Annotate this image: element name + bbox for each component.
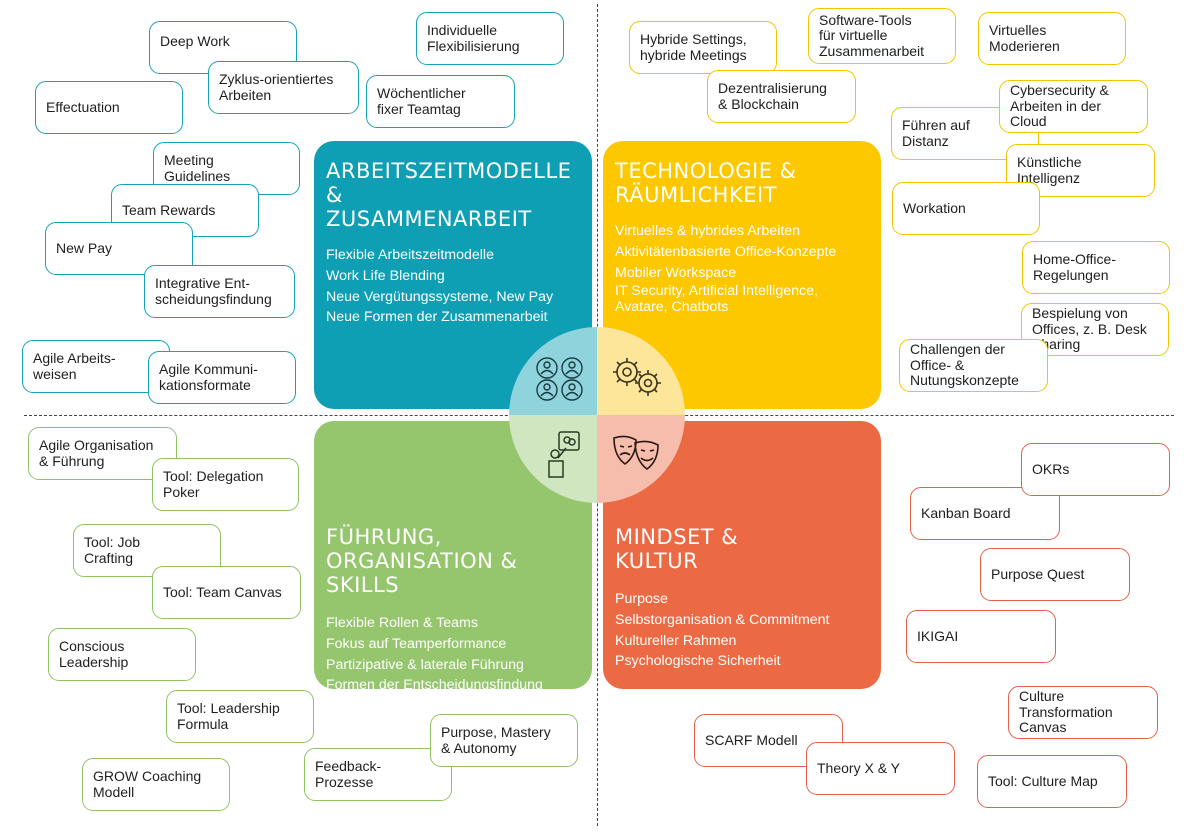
quadrant-title: ARBEITSZEITMODELLE & ZUSAMMENARBEIT <box>326 159 572 231</box>
topic-box: Conscious Leadership <box>48 628 196 681</box>
presenter-icon <box>548 431 580 478</box>
topic-box: Dezentralisierung & Blockchain <box>707 70 856 123</box>
theater-masks-icon <box>613 435 659 470</box>
quadrant-item: Flexible Rollen & Teams <box>326 615 478 631</box>
topic-box: Individuelle Flexibilisierung <box>416 12 564 65</box>
topic-box: Bespielung von Offices, z. B. Desk Shari… <box>1021 303 1169 356</box>
topic-box: OKRs <box>1021 443 1170 496</box>
quadrant-item: Fokus auf Teamperformance <box>326 635 507 652</box>
topic-box: Virtuelles Moderieren <box>978 12 1126 65</box>
topic-box: GROW Coaching Modell <box>82 758 230 811</box>
topic-box: Wöchentlicher fixer Teamtag <box>366 75 515 128</box>
quadrant-title: MINDSET & KULTUR <box>615 525 739 573</box>
topic-box: Hybride Settings, hybride Meetings <box>629 21 777 74</box>
topic-box: IKIGAI <box>906 610 1056 663</box>
topic-box: Challengen der Office- & Nutungskonzepte <box>899 339 1048 392</box>
topic-box: Purpose, Mastery & Autonomy <box>430 714 578 767</box>
topic-box: Feedback- Prozesse <box>304 748 452 801</box>
quadrant-item: IT Security, Artificial Intelligence, Av… <box>615 283 818 316</box>
gears-icon <box>613 358 661 396</box>
topic-box: Purpose Quest <box>980 548 1130 601</box>
topic-box: Agile Kommuni- kationsformate <box>148 351 296 404</box>
topic-box: Integrative Ent- scheidungsfindung <box>144 265 295 318</box>
team-grid-icon <box>536 357 583 401</box>
quadrant-item: Purpose <box>615 591 668 607</box>
quadrant-item: Aktivitätenbasierte Office-Konzepte <box>615 243 837 260</box>
quadrant-item: Selbstorganisation & Commitment <box>615 611 830 628</box>
center-circle <box>509 327 685 503</box>
circle-segment <box>509 415 597 503</box>
topic-box: Künstliche Intelligenz <box>1006 144 1155 197</box>
topic-box: Workation <box>892 182 1040 235</box>
topic-box: Zyklus-orientiertes Arbeiten <box>208 61 359 114</box>
topic-box: Tool: Leadership Formula <box>166 690 314 743</box>
quadrant-item: Mobiler Workspace <box>615 264 737 281</box>
quadrant-item: Work Life Blending <box>326 267 445 284</box>
quadrant-item: Psychologische Sicherheit <box>615 653 781 670</box>
circle-segment <box>597 327 685 415</box>
quadrant-item: Partizipative & laterale Führung <box>326 656 524 673</box>
topic-box: Agile Arbeits- weisen <box>22 340 170 393</box>
quadrant-title: FÜHRUNG, ORGANISATION & SKILLS <box>326 525 518 597</box>
topic-box: Home-Office- Regelungen <box>1022 241 1170 294</box>
quadrant-item: Formen der Entscheidungsfindung <box>326 677 543 689</box>
quadrant-item: Neue Vergütungssysteme, New Pay <box>326 288 554 305</box>
quadrant-item: Kultureller Rahmen <box>615 632 737 649</box>
topic-box: Tool: Team Canvas <box>152 566 301 619</box>
topic-box: Theory X & Y <box>806 742 955 795</box>
quadrant-item: Flexible Arbeitszeitmodelle <box>326 247 494 263</box>
quadrant-technologie: TECHNOLOGIE & RÄUMLICHKEIT Virtuelles & … <box>603 141 881 409</box>
topic-box: Deep Work <box>149 21 297 74</box>
quadrant-item: Virtuelles & hybrides Arbeiten <box>615 223 801 239</box>
quadrant-item: Neue Formen der Zusammenarbeit <box>326 309 548 326</box>
circle-segment <box>509 327 597 415</box>
topic-box: Tool: Culture Map <box>977 755 1127 808</box>
quadrant-arbeitszeitmodelle: ARBEITSZEITMODELLE & ZUSAMMENARBEIT Flex… <box>314 141 592 409</box>
topic-box: Culture Transformation Canvas <box>1008 686 1158 739</box>
topic-box: Software-Tools für virtuelle Zusammenarb… <box>808 8 956 64</box>
quadrant-title: TECHNOLOGIE & RÄUMLICHKEIT <box>615 159 797 207</box>
topic-box: Tool: Job Crafting <box>73 524 221 577</box>
topic-box: Effectuation <box>35 81 183 134</box>
quadrant-fuehrung: FÜHRUNG, ORGANISATION & SKILLS Flexible … <box>314 421 592 689</box>
topic-box: Cybersecurity & Arbeiten in der Cloud <box>999 80 1148 133</box>
topic-box: Tool: Delegation Poker <box>152 458 299 511</box>
